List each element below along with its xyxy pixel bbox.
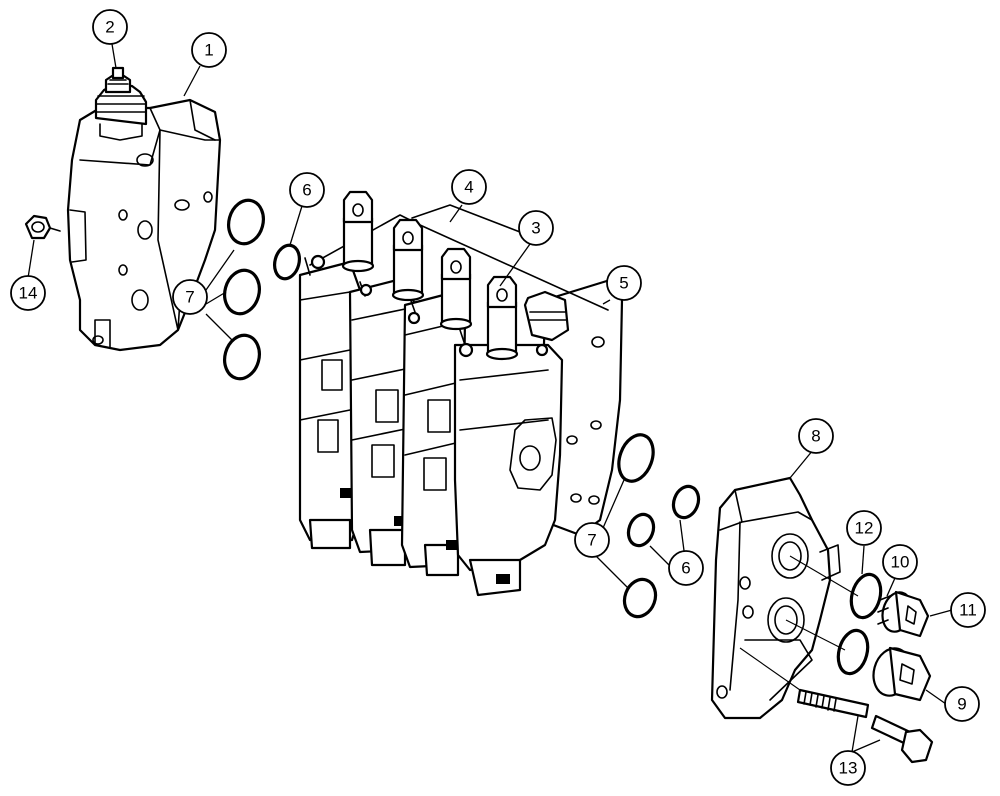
assembly-guide-lines — [739, 555, 859, 691]
callout-10-label: 10 — [891, 553, 910, 572]
callout-11-label: 11 — [959, 601, 977, 620]
callout-13-label: 13 — [839, 759, 858, 778]
plug-upper-assembly — [849, 572, 930, 638]
callout-6-left-label: 6 — [302, 181, 311, 200]
callout-7-left-label: 7 — [185, 288, 194, 307]
tie-rod — [796, 688, 870, 719]
hex-nut — [24, 214, 61, 240]
spool-2 — [391, 218, 425, 302]
callout-10: 10 — [882, 544, 918, 580]
callout-8-label: 8 — [811, 427, 820, 446]
callout-12: 12 — [846, 510, 882, 546]
callout-4: 4 — [451, 169, 487, 205]
callout-9: 9 — [944, 686, 980, 722]
callout-14: 14 — [10, 275, 46, 311]
valve-section-stack — [298, 190, 624, 597]
callout-12-label: 12 — [855, 519, 874, 538]
callout-6-right-label: 6 — [681, 559, 690, 578]
callout-5: 5 — [606, 265, 642, 301]
callout-6-right: 6 — [668, 550, 704, 586]
callout-2: 2 — [92, 9, 128, 45]
callout-7-right-label: 7 — [587, 531, 596, 550]
callout-11: 11 — [950, 592, 986, 628]
callout-9-label: 9 — [957, 695, 966, 714]
plug-lower-assembly — [836, 628, 932, 702]
callout-2-label: 2 — [105, 18, 114, 37]
callout-6-left: 6 — [289, 172, 325, 208]
spool-3 — [439, 247, 473, 331]
callout-14-label: 14 — [19, 284, 38, 303]
callout-5-label: 5 — [619, 274, 628, 293]
bolt — [870, 714, 934, 764]
spool-4 — [485, 275, 519, 361]
o-ring-group-right — [617, 433, 701, 619]
callout-4-label: 4 — [464, 178, 473, 197]
callout-13: 13 — [830, 750, 866, 786]
outlet-end-cover — [710, 476, 841, 720]
callout-3: 3 — [518, 210, 554, 246]
callout-8: 8 — [798, 418, 834, 454]
spool-1 — [341, 190, 375, 273]
callout-3-label: 3 — [531, 219, 540, 238]
relief-valve-cartridge — [94, 66, 148, 141]
o-ring-group-left — [223, 198, 301, 381]
callout-1-label: 1 — [204, 41, 213, 60]
callout-1: 1 — [191, 32, 227, 68]
callout-7-right: 7 — [574, 522, 610, 558]
callout-7-left: 7 — [172, 279, 208, 315]
